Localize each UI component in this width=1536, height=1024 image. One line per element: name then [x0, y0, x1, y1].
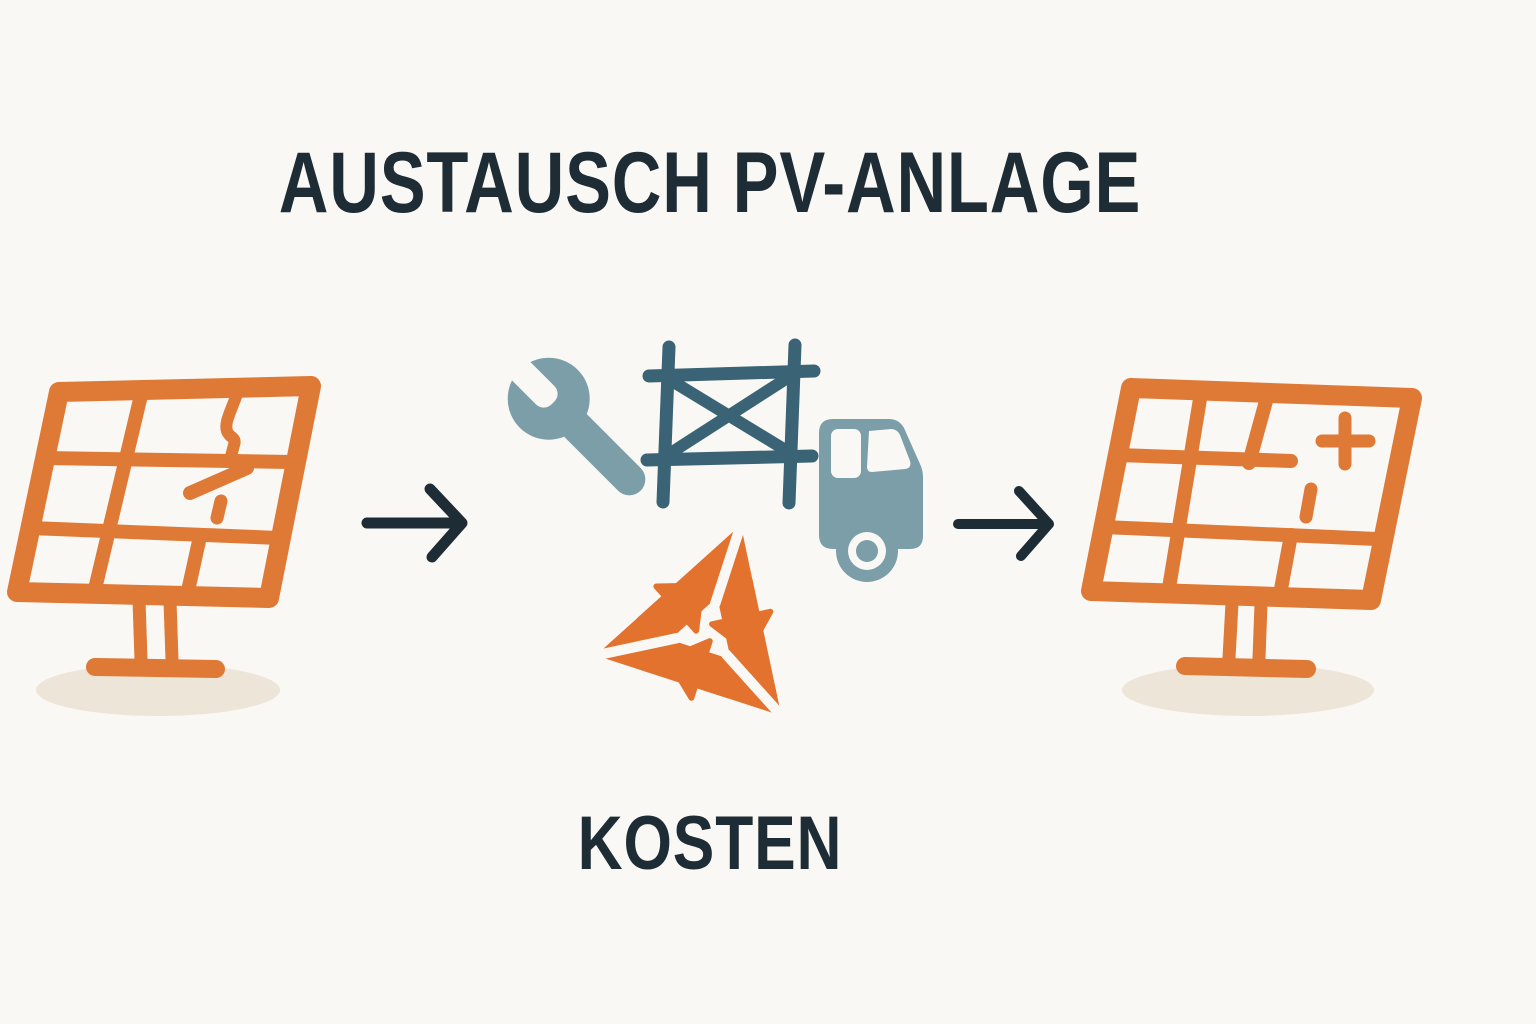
arrow-right-icon — [361, 483, 468, 563]
plus-icon — [1315, 411, 1376, 471]
recycle-fold-gap — [710, 506, 751, 609]
truck-side-window — [831, 429, 861, 478]
panel-grid-h1 — [38, 451, 298, 469]
wrench-icon — [495, 345, 646, 496]
wrench-handle — [551, 401, 646, 496]
scaffolding-icon — [640, 338, 821, 510]
panel-grid-v2-bottom — [1274, 528, 1298, 596]
truck-wheel-hub — [856, 540, 878, 562]
panel-grid-h1 — [1110, 448, 1298, 468]
panel-frame — [7, 376, 321, 608]
solar-panel-damaged-icon — [7, 376, 321, 716]
panel-stand-base — [86, 658, 225, 678]
panel-grid-v2-bottom — [181, 534, 206, 598]
recycling-icon — [577, 506, 796, 732]
panel-stand-legs — [132, 593, 179, 667]
panel-grid-v2-top — [1242, 394, 1273, 470]
truck-windshield — [867, 429, 911, 472]
panel-grid-v2-stub — [210, 494, 228, 525]
recycle-fold-gap — [577, 633, 682, 664]
panel-grid-h2 — [24, 521, 286, 545]
scaffold-cross-brace — [660, 369, 798, 462]
arrow-right-icon — [953, 486, 1054, 561]
wrench-jaw-slot — [495, 345, 558, 408]
arrow-head — [424, 483, 468, 563]
crack-mark — [220, 388, 243, 466]
crack-branch — [183, 461, 254, 500]
panel-grid-v1 — [1162, 392, 1207, 595]
panel-frame — [1081, 378, 1422, 610]
truck-icon — [819, 419, 923, 582]
arrow-head — [1014, 486, 1054, 561]
panel-grid-h2 — [1096, 520, 1384, 546]
panel-grid-v2-stub — [1299, 482, 1318, 524]
scaffold-bar-bottom — [640, 449, 819, 467]
caption-kosten: KOSTEN — [577, 801, 843, 886]
recycle-arm — [598, 582, 742, 699]
page-title: AUSTAUSCH PV-ANLAGE — [278, 135, 1142, 231]
solar-panel-new-icon — [1081, 378, 1422, 716]
panel-stand-base — [1176, 657, 1316, 678]
recycle-fold-gap — [720, 649, 796, 732]
panel-stand-legs — [1222, 596, 1268, 665]
panel-grid-v1 — [88, 384, 149, 596]
